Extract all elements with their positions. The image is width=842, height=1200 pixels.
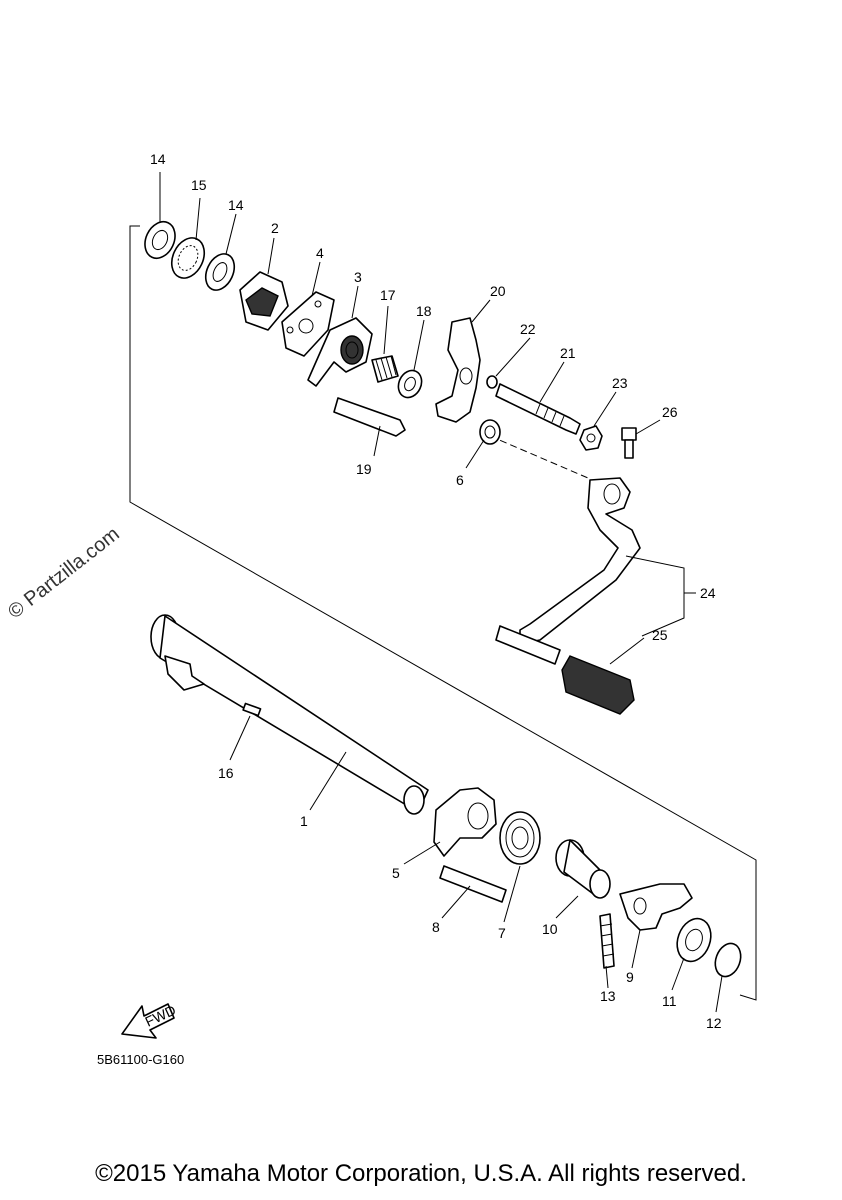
callout-11: 11: [662, 993, 677, 1009]
part-12-circlip[interactable]: [711, 940, 745, 980]
callout-17: 17: [380, 287, 396, 303]
part-16-pin[interactable]: [242, 702, 262, 717]
fwd-arrow-icon: FWD: [121, 1002, 178, 1039]
part-22-o-ring[interactable]: [486, 375, 498, 389]
assembly-frame: [129, 225, 757, 1001]
part-7-spring[interactable]: [499, 811, 541, 865]
part-9-stopper[interactable]: [619, 883, 693, 931]
callout-13: 13: [600, 988, 616, 1004]
callout-20: 20: [490, 283, 506, 299]
part-21-bolt[interactable]: [495, 383, 581, 435]
part-17-spring[interactable]: [371, 355, 399, 383]
callout-21: 21: [560, 345, 576, 361]
callout-5: 5: [392, 865, 400, 881]
part-14-washer-second[interactable]: [200, 249, 240, 294]
part-6-collar[interactable]: [479, 419, 501, 445]
callout-7: 7: [498, 925, 506, 941]
callout-22: 22: [520, 321, 536, 337]
part-19-pin[interactable]: [333, 397, 406, 437]
callout-14: 14: [150, 151, 166, 167]
part-24-pedal[interactable]: [519, 477, 641, 645]
part-10-collar[interactable]: [555, 839, 611, 899]
part-11-washer[interactable]: [671, 914, 716, 966]
part-18-washer[interactable]: [394, 367, 426, 402]
callout-12: 12: [706, 1015, 722, 1031]
callout-15: 15: [191, 177, 207, 193]
part-23-nut[interactable]: [579, 425, 603, 451]
part-5-arm[interactable]: [433, 787, 497, 857]
callout-3: 3: [354, 269, 362, 285]
callout-2: 2: [271, 220, 279, 236]
callout-9: 9: [626, 969, 634, 985]
callout-10: 10: [542, 921, 558, 937]
callout-24: 24: [700, 585, 716, 601]
part-4-plate[interactable]: [281, 291, 335, 357]
callout-18: 18: [416, 303, 432, 319]
part-14-washer-top[interactable]: [139, 217, 180, 263]
diagram-code: 5B61100-G160: [97, 1052, 185, 1067]
callout-8: 8: [432, 919, 440, 935]
copyright-notice: ©2015 Yamaha Motor Corporation, U.S.A. A…: [95, 1160, 747, 1187]
part-2-cam[interactable]: [239, 271, 289, 331]
callout-6: 6: [456, 472, 464, 488]
callout-4: 4: [316, 245, 324, 261]
part-1-shift-shaft[interactable]: [150, 614, 429, 815]
part-20-lever[interactable]: [435, 317, 481, 423]
part-13-spring[interactable]: [599, 913, 615, 969]
part-15-bearing[interactable]: [166, 233, 211, 284]
callout-25: 25: [652, 627, 668, 643]
callout-16: 16: [218, 765, 234, 781]
callout-26: 26: [662, 404, 678, 420]
callout-labels: 14 15 14 2 4 3 17 18 20 22 21 23 26 19 6…: [150, 151, 722, 1031]
part-26-bolt[interactable]: [621, 427, 637, 459]
callout-14: 14: [228, 197, 244, 213]
part-25-rubber[interactable]: [495, 625, 635, 715]
callout-19: 19: [356, 461, 372, 477]
callout-23: 23: [612, 375, 628, 391]
callout-1: 1: [300, 813, 308, 829]
part-3-segment[interactable]: [307, 317, 373, 387]
leader-lines: [159, 172, 723, 1013]
part-8-pin[interactable]: [439, 865, 507, 903]
